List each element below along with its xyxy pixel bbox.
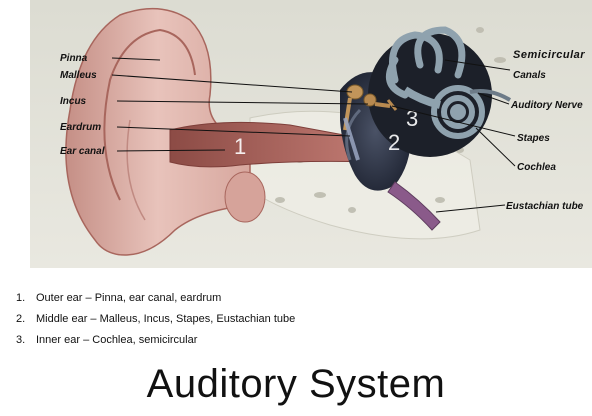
label-eardrum: Eardrum — [60, 122, 101, 133]
legend-item: 3.Inner ear – Cochlea, semicircular — [16, 330, 295, 351]
region-number-1: 1 — [234, 134, 246, 159]
cochlea-shape — [434, 88, 482, 136]
label-ear-canal: Ear canal — [60, 146, 105, 157]
legend-item: 1.Outer ear – Pinna, ear canal, eardrum — [16, 288, 295, 309]
label-malleus: Malleus — [60, 70, 97, 81]
label-pinna: Pinna — [60, 53, 88, 64]
region-number-2: 2 — [388, 130, 400, 155]
label-incus: Incus — [60, 96, 87, 107]
label-auditory-nerve: Auditory Nerve — [510, 100, 583, 111]
legend-item: 2.Middle ear – Malleus, Incus, Stapes, E… — [16, 309, 295, 330]
label-stapes: Stapes — [517, 133, 550, 144]
label-cochlea: Cochlea — [517, 162, 556, 173]
page-title: Auditory System — [0, 362, 592, 407]
legend-list: 1.Outer ear – Pinna, ear canal, eardrum … — [16, 288, 295, 351]
label-canals: Canals — [513, 70, 546, 81]
label-eustachian-tube: Eustachian tube — [506, 201, 584, 212]
label-semicircular: Semicircular — [513, 49, 585, 61]
